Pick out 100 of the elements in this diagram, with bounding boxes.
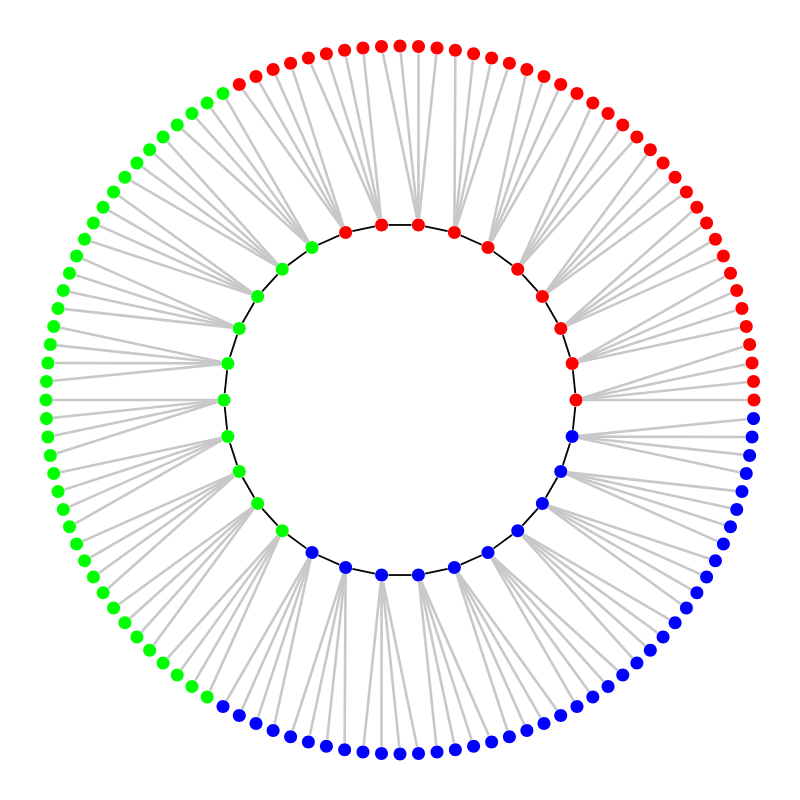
network-node	[554, 78, 568, 92]
connector-line	[327, 59, 381, 219]
connector-line	[152, 508, 255, 646]
connector-line	[344, 56, 382, 219]
connector-line	[572, 405, 577, 431]
network-node	[107, 601, 121, 615]
network-node	[511, 524, 525, 538]
connector-line	[241, 301, 256, 324]
connector-line	[424, 567, 449, 575]
connector-line	[521, 273, 539, 293]
network-node	[485, 735, 499, 749]
connector-line	[523, 533, 670, 621]
network-node	[43, 338, 57, 352]
connector-line	[566, 472, 725, 526]
network-node	[586, 96, 600, 110]
network-node	[143, 143, 157, 157]
connector-line	[417, 53, 420, 219]
connector-line	[455, 573, 509, 731]
connector-line	[417, 581, 438, 746]
network-node	[569, 393, 583, 407]
network-node	[170, 668, 184, 682]
network-node	[656, 156, 670, 170]
network-node	[448, 743, 462, 757]
connector-line	[53, 362, 222, 383]
connector-line	[54, 361, 221, 365]
connector-line	[223, 405, 228, 431]
network-node	[502, 56, 516, 70]
connector-line	[291, 573, 345, 731]
network-node	[668, 616, 682, 630]
connector-line	[566, 473, 718, 543]
network-node	[690, 586, 704, 600]
network-node	[745, 356, 759, 370]
connector-line	[488, 76, 527, 242]
connector-line	[53, 399, 218, 420]
network-node	[275, 524, 289, 538]
connector-line	[490, 557, 575, 702]
network-node	[520, 63, 534, 76]
network-node	[40, 375, 53, 388]
network-node	[570, 700, 584, 714]
network-node	[643, 643, 657, 657]
network-node	[40, 412, 53, 425]
network-node	[747, 393, 761, 407]
network-node	[96, 586, 110, 600]
connector-line	[456, 573, 526, 725]
connector-line	[456, 572, 542, 719]
connector-line	[141, 166, 278, 267]
connector-line	[118, 194, 253, 294]
connector-line	[129, 507, 254, 620]
network-node	[170, 118, 184, 132]
network-node	[63, 520, 76, 534]
connector-line	[548, 505, 701, 576]
connector-line	[521, 535, 634, 659]
network-node	[356, 745, 370, 759]
connector-line	[75, 274, 234, 328]
network-node	[724, 266, 737, 280]
network-node	[221, 356, 235, 370]
network-node	[338, 43, 352, 57]
network-node	[185, 679, 199, 693]
network-node	[217, 393, 231, 407]
network-node	[249, 716, 263, 730]
network-node	[656, 630, 670, 644]
connector-line	[577, 292, 731, 362]
connector-line	[82, 473, 234, 543]
network-node	[430, 745, 444, 759]
connector-line	[99, 224, 252, 295]
connector-line	[291, 69, 345, 227]
connector-line	[519, 108, 592, 264]
connector-line	[399, 52, 419, 219]
network-node	[284, 56, 298, 70]
network-node	[743, 448, 757, 462]
connector-line	[225, 557, 310, 702]
connector-line	[153, 153, 278, 266]
network-node	[118, 170, 132, 184]
network-node	[393, 39, 407, 53]
network-node	[375, 40, 388, 53]
network-node	[339, 226, 353, 240]
connector-line	[565, 226, 702, 326]
network-node	[535, 496, 549, 510]
connector-line	[240, 558, 311, 710]
connector-line	[457, 572, 558, 711]
connector-line	[225, 98, 310, 243]
connector-line	[60, 436, 222, 474]
connector-line	[578, 436, 743, 456]
network-node	[630, 656, 644, 670]
connector-line	[181, 128, 308, 244]
network-node	[47, 319, 61, 333]
connector-line	[491, 556, 605, 683]
network-node	[70, 249, 84, 263]
network-node	[41, 356, 55, 370]
connector-line	[69, 290, 233, 329]
connector-line	[522, 534, 647, 647]
network-node	[743, 338, 757, 352]
connector-line	[118, 506, 253, 606]
connector-line	[208, 536, 281, 692]
connector-line	[521, 507, 539, 527]
connector-line	[548, 504, 710, 560]
connector-line	[57, 344, 222, 364]
network-node	[586, 690, 600, 704]
network-node	[520, 724, 534, 737]
connector-line	[546, 167, 660, 293]
